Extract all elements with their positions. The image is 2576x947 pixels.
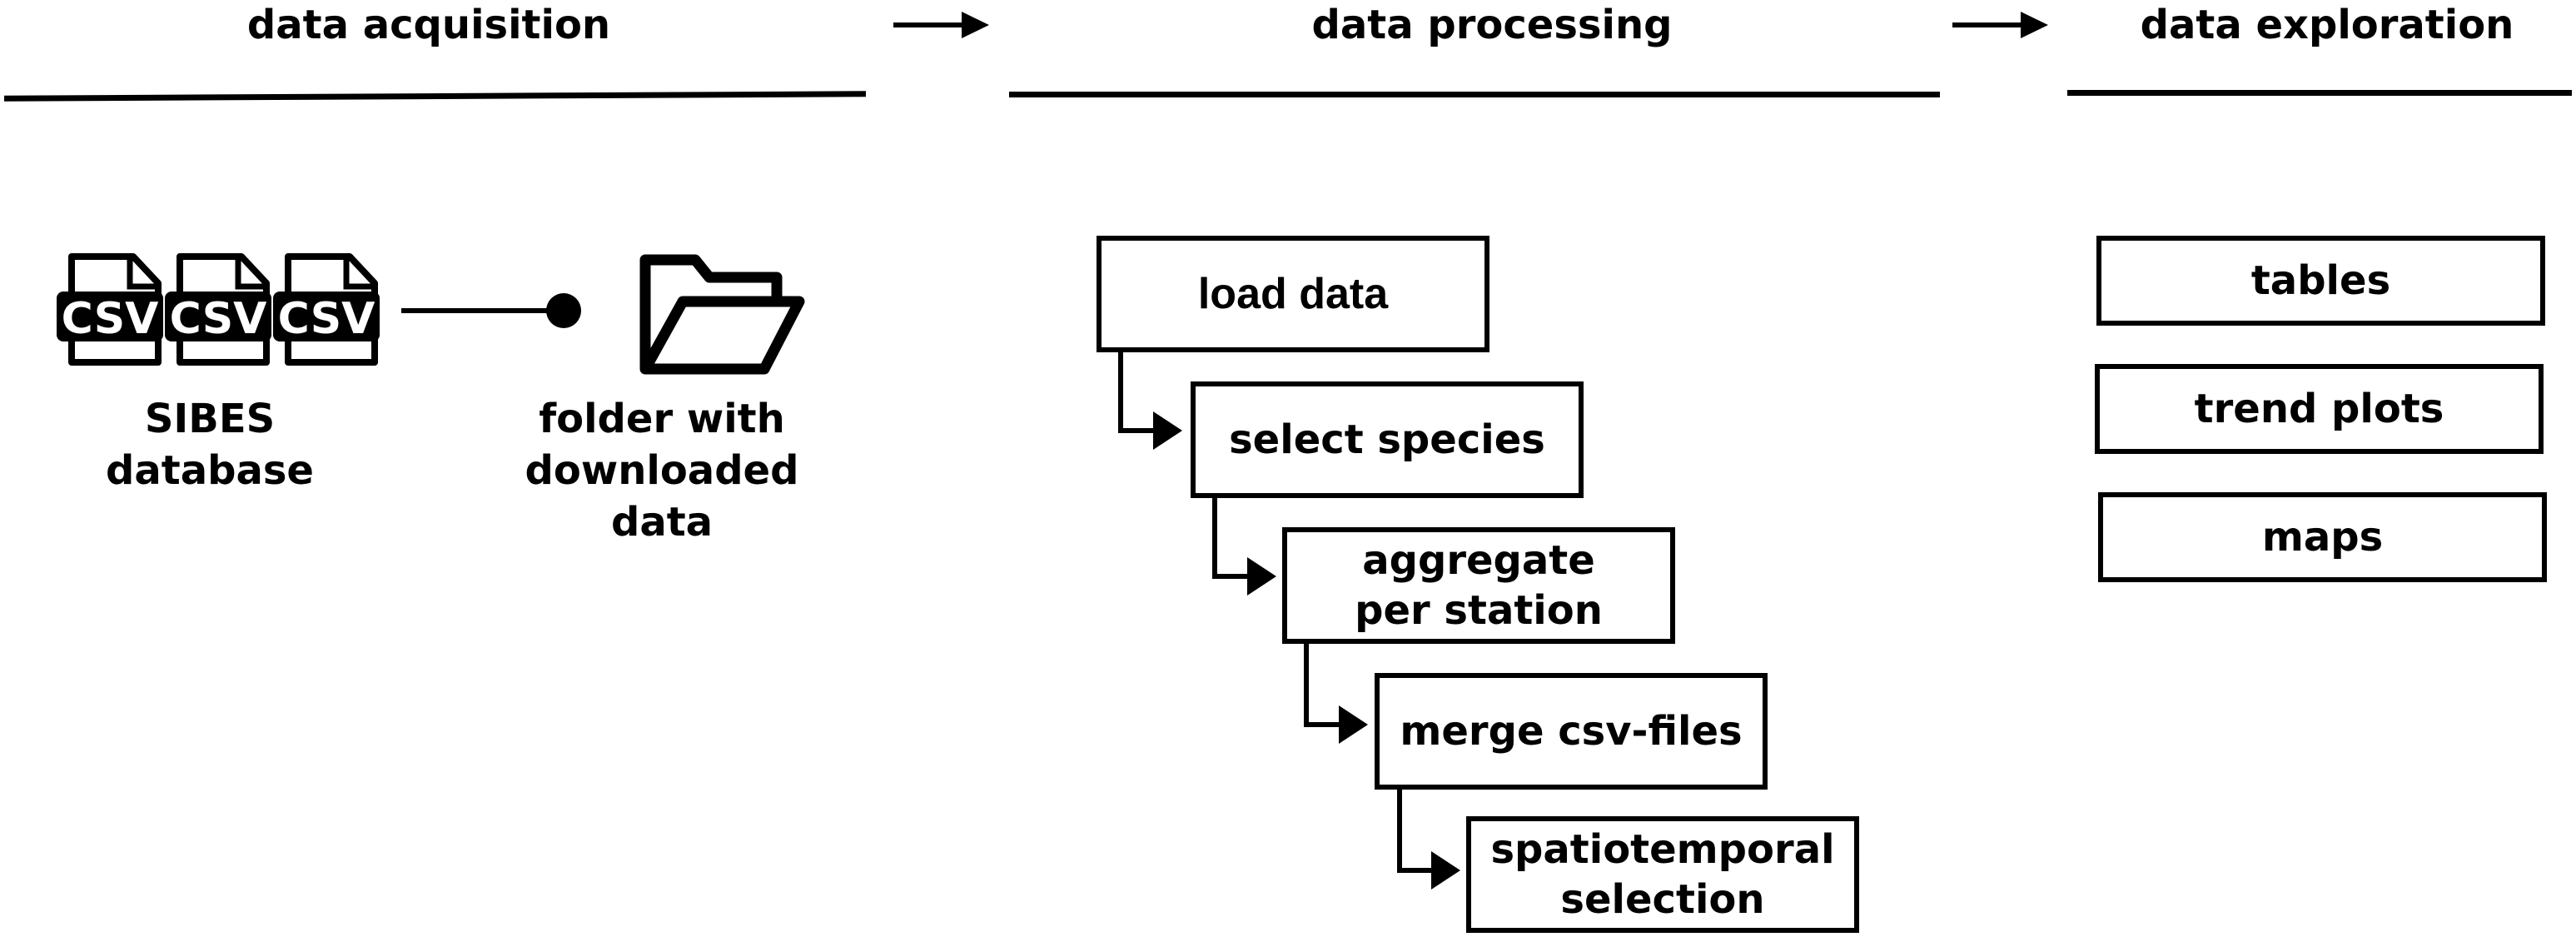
flow-connectors [1118, 350, 1435, 873]
target-label: folder with downloaded data [500, 393, 824, 548]
stage-heading-processing: data processing [1311, 2, 1673, 48]
csv-file-icon: CSV [165, 253, 271, 366]
output-tables: tables [2096, 236, 2545, 326]
svg-text:CSV: CSV [278, 294, 375, 344]
processing-underline [1009, 92, 1940, 97]
source-label: SIBES database [77, 393, 343, 496]
step-merge-csv-files: merge csv-files [1375, 673, 1768, 790]
step-select-species: select species [1191, 381, 1584, 498]
filled-circle-icon [401, 293, 581, 328]
step-label: aggregate [1362, 537, 1595, 584]
csv-file-icon: CSV [57, 253, 163, 366]
right-arrow-icon [1952, 12, 2048, 38]
step-label: per station [1355, 587, 1603, 634]
svg-text:CSV: CSV [62, 294, 159, 344]
source-label-line: database [106, 447, 314, 494]
output-label: maps [2261, 514, 2384, 561]
csv-file-icon: CSV [273, 253, 380, 366]
flow-arrowheads [1153, 411, 1460, 890]
step-label: select species [1229, 416, 1545, 463]
open-folder-icon [639, 254, 805, 375]
step-label: spatiotemporal [1490, 826, 1835, 873]
exploration-underline [2067, 90, 2572, 96]
target-label-line: downloaded [525, 447, 799, 494]
output-label: trend plots [2194, 386, 2444, 432]
step-load-data: load data [1097, 236, 1489, 352]
stage-heading-exploration: data exploration [2140, 2, 2514, 48]
step-label: merge csv-files [1400, 708, 1743, 755]
step-label: load data [1197, 270, 1389, 318]
output-label: tables [2250, 257, 2391, 304]
svg-text:CSV: CSV [170, 294, 267, 344]
source-label-line: SIBES [144, 396, 276, 442]
output-maps: maps [2098, 492, 2547, 582]
stage-heading-acquisition: data acquisition [246, 2, 611, 48]
step-spatiotemporal-selection: spatiotemporal selection [1466, 816, 1859, 933]
target-label-line: data [610, 499, 714, 546]
step-aggregate-per-station: aggregate per station [1282, 527, 1675, 644]
target-label-line: folder with [539, 396, 785, 442]
right-arrow-icon [893, 12, 989, 38]
step-label: selection [1560, 876, 1765, 923]
output-trend-plots: trend plots [2095, 364, 2544, 454]
